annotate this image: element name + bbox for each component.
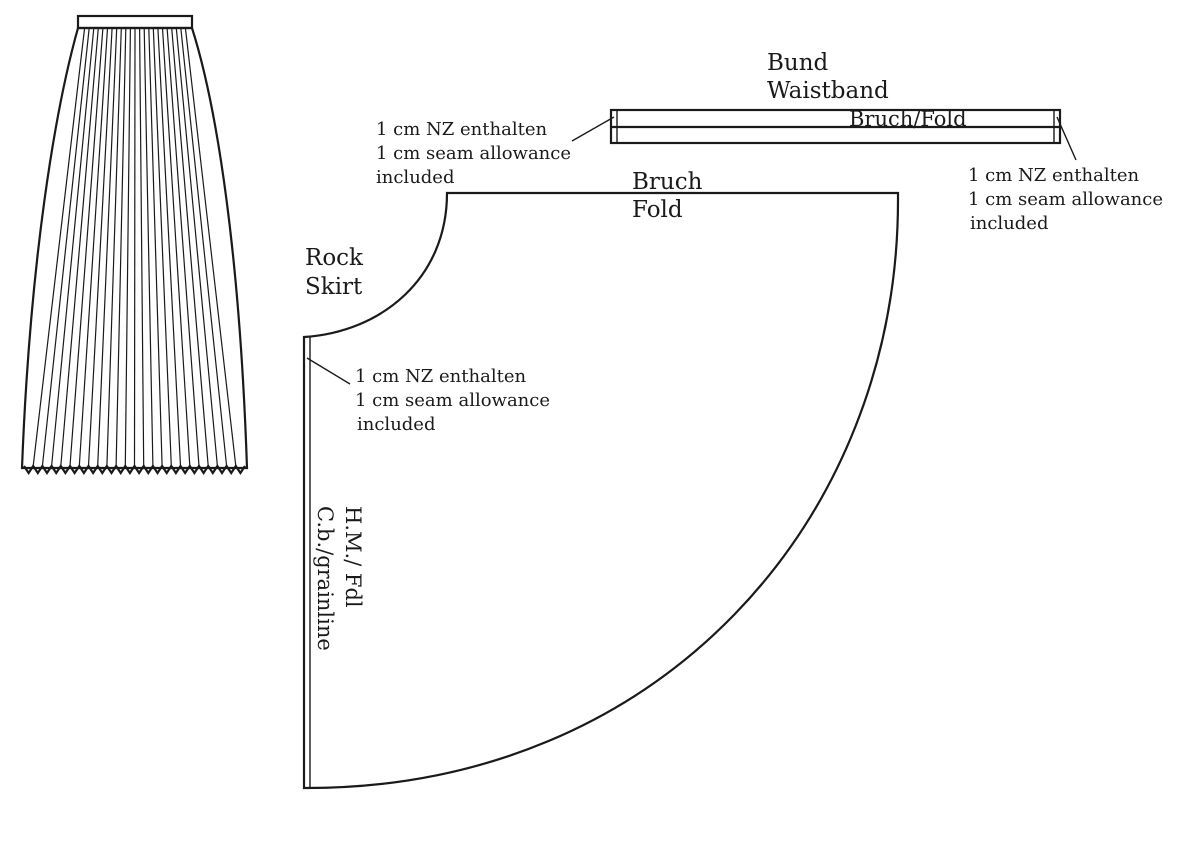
skirt-piece-outline [302, 191, 900, 790]
pleat-line [32, 27, 86, 467]
pleat-line [78, 27, 109, 467]
pleat-line [139, 27, 145, 467]
grainline-label-de: H.M./ Fdl [341, 506, 365, 608]
waistband-title-en: Waistband [767, 78, 889, 104]
pleat-line [161, 27, 191, 467]
pleat-line [166, 27, 200, 467]
pleat-line [175, 27, 218, 467]
pleat-line [69, 27, 104, 467]
pleat-line [41, 27, 90, 467]
pleat-line [133, 27, 136, 467]
skirt-illustration [20, 14, 249, 476]
skirt-illustration-pleats [32, 27, 237, 467]
pleat-line [143, 27, 154, 467]
skirt-illustration-outline [20, 26, 249, 470]
pleat-line [124, 27, 131, 467]
skirt-piece [302, 191, 900, 790]
skirt-side-note-3: included [357, 414, 435, 435]
skirt-title-de: Rock [305, 245, 364, 271]
waistband-right-note-2: 1 cm seam allowance [968, 189, 1163, 210]
waistband-right-note-3: included [970, 213, 1048, 234]
pleat-line [106, 27, 122, 467]
waistband-fold-label: Bruch/Fold [849, 107, 967, 131]
pleat-line [115, 27, 127, 467]
skirt-fold-label-en: Fold [632, 197, 683, 223]
waistband-left-leader [571, 116, 615, 142]
pleat-line [87, 27, 113, 467]
pleat-line [51, 27, 95, 467]
skirt-side-leader [306, 357, 351, 385]
pleat-line [180, 27, 228, 467]
waistband-left-note-3: included [376, 167, 454, 188]
waistband-right-note-1: 1 cm NZ enthalten [968, 165, 1139, 186]
skirt-illustration-hem [23, 463, 246, 476]
waistband-left-note-1: 1 cm NZ enthalten [376, 119, 547, 140]
pleat-line [60, 27, 99, 467]
pleat-line [171, 27, 209, 467]
pleat-line [97, 27, 118, 467]
waistband-piece [571, 108, 1077, 161]
waistband-left-note-2: 1 cm seam allowance [376, 143, 571, 164]
pleat-line [148, 27, 163, 467]
grainline-label-en: C.b./grainline [313, 506, 337, 651]
skirt-side-note-1: 1 cm NZ enthalten [355, 366, 526, 387]
waistband-right-leader [1056, 116, 1077, 161]
pleat-line [157, 27, 182, 467]
pleat-line [184, 27, 237, 467]
skirt-title-en: Skirt [305, 274, 363, 300]
waistband-title-de: Bund [767, 50, 829, 76]
skirt-illustration-waistband [76, 14, 194, 30]
pleat-line [152, 27, 172, 467]
skirt-fold-label-de: Bruch [632, 169, 703, 195]
skirt-side-note-2: 1 cm seam allowance [355, 390, 550, 411]
